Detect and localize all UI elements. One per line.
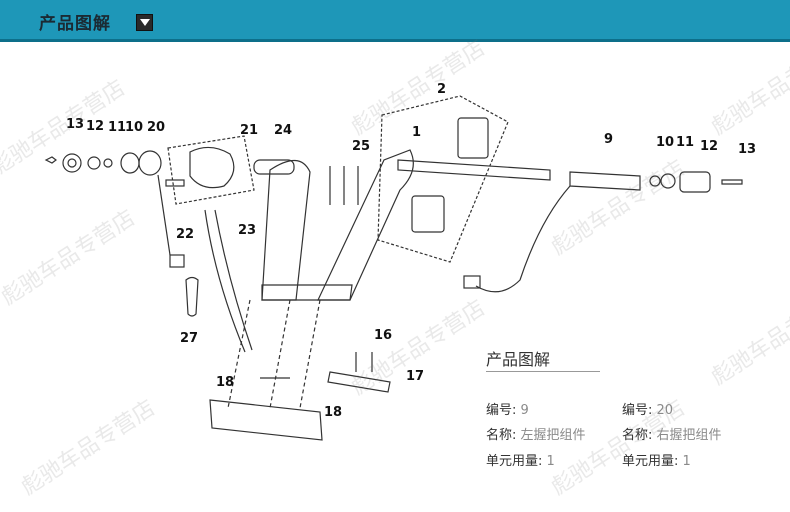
callout-23: 23 [238, 223, 256, 238]
callout-11-right: 11 [676, 135, 694, 150]
callout-9: 9 [604, 132, 613, 147]
switch-lower-2 [411, 195, 445, 233]
right-part-number: 编号: 20 [622, 399, 673, 418]
callout-22: 22 [176, 227, 194, 242]
screw-21 [165, 179, 185, 187]
right-part-name: 名称: 右握把组件 [622, 424, 722, 443]
callout-1: 1 [412, 125, 421, 140]
lower-clamp [209, 399, 323, 441]
connector-20 [169, 254, 185, 268]
callout-13-left: 13 [66, 117, 84, 132]
spring-20-part [120, 152, 140, 174]
value: 20 [656, 403, 674, 418]
grip-20-housing [138, 150, 162, 176]
label: 编号: [622, 403, 653, 418]
switch-housing-2 [457, 117, 489, 159]
callout-12-right: 12 [700, 139, 718, 154]
bolt-13-right [721, 179, 743, 185]
callout-18-upper: 18 [216, 375, 234, 390]
end-cap-12-right [679, 171, 711, 193]
callout-17: 17 [406, 369, 424, 384]
label: 单元用量: [622, 454, 679, 469]
page-title: 产品图解 [39, 14, 111, 34]
callout-25: 25 [352, 139, 370, 154]
callout-18-lower: 18 [324, 405, 342, 420]
end-cap-12-left-hole [67, 158, 77, 168]
yoke-right-arm-1 [317, 149, 414, 301]
callout-12-left: 12 [86, 119, 104, 134]
callout-10-right: 10 [656, 135, 674, 150]
callout-16: 16 [374, 328, 392, 343]
cable-23 [214, 209, 253, 351]
label: 单元用量: [486, 454, 543, 469]
callout-2: 2 [437, 82, 446, 97]
washer-11-left [87, 156, 101, 170]
label: 编号: [486, 403, 517, 418]
dropdown-toggle-button[interactable] [136, 14, 153, 31]
plate-17 [327, 371, 391, 393]
screws-16 [355, 352, 373, 372]
wire-20 [157, 174, 171, 256]
label: 名称: [622, 428, 653, 443]
throttle-housing-21 [189, 146, 235, 189]
value: 1 [682, 454, 691, 469]
ring-10-left [103, 158, 113, 168]
assembly-guides [227, 299, 321, 409]
clip-27 [185, 276, 199, 317]
value: 1 [546, 454, 555, 469]
callout-11-left: 11 [108, 120, 126, 135]
info-divider [486, 371, 600, 372]
washer-11-right [660, 173, 676, 189]
ring-10-right [649, 175, 661, 187]
left-part-number: 编号: 9 [486, 399, 529, 418]
value: 9 [520, 403, 529, 418]
left-part-name: 名称: 左握把组件 [486, 424, 586, 443]
part-2-box [377, 95, 509, 263]
header-bar: 产品图解 [0, 0, 790, 42]
wire-9 [475, 185, 571, 293]
triangle-down-icon [140, 19, 150, 26]
callout-24: 24 [274, 123, 292, 138]
handlebar-tube [397, 159, 551, 181]
exploded-parts-diagram: 2 1 9 10 11 12 13 13 12 11 10 20 21 24 2… [44, 82, 756, 441]
callout-10-left: 10 [125, 120, 143, 135]
end-cap-12-left [62, 153, 82, 173]
grip-9 [569, 171, 641, 191]
left-part-qty: 单元用量: 1 [486, 450, 555, 469]
callout-20: 20 [147, 120, 165, 135]
info-title: 产品图解 [486, 350, 551, 369]
callout-21: 21 [240, 123, 258, 138]
yoke-base [261, 284, 353, 301]
yoke-left-arm [261, 159, 311, 301]
label: 名称: [486, 428, 517, 443]
value: 左握把组件 [520, 428, 586, 443]
bar-end-24 [253, 159, 295, 175]
part-21-box [167, 135, 255, 205]
callout-13-right: 13 [738, 142, 756, 157]
bolt-13-left [44, 156, 57, 164]
callout-27: 27 [180, 331, 198, 346]
connector-9 [463, 275, 481, 289]
cable-22 [204, 209, 246, 353]
value: 右握把组件 [656, 428, 722, 443]
right-part-qty: 单元用量: 1 [622, 450, 691, 469]
